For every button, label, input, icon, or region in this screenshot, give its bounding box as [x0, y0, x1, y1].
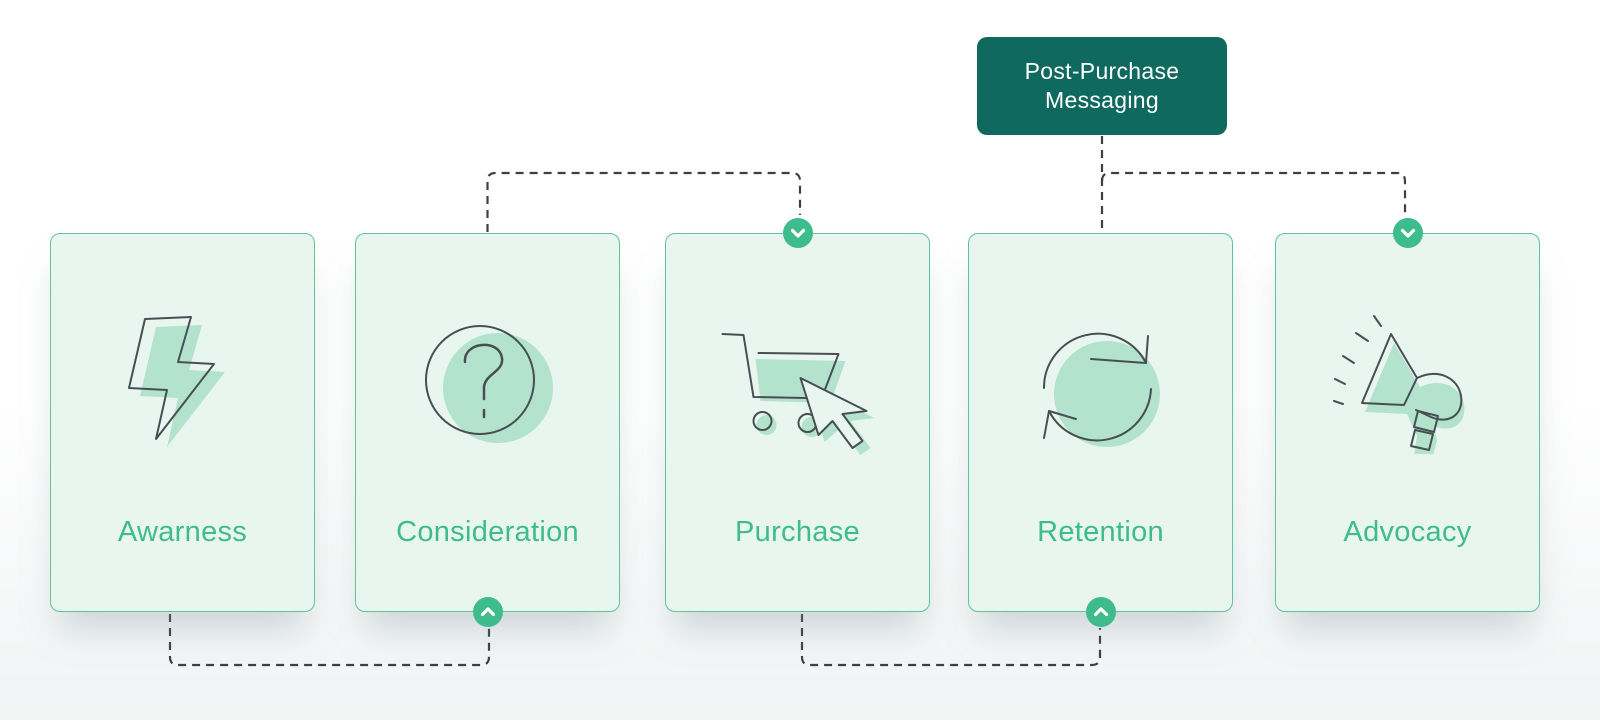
- chevron-up-icon: [480, 607, 495, 617]
- shopping-cart-cursor-icon: [710, 304, 885, 464]
- chevron-up-badge[interactable]: [472, 597, 503, 627]
- question-mark-circle-icon: [413, 304, 563, 459]
- megaphone-icon: [1328, 304, 1488, 459]
- lightning-bolt-icon: [108, 304, 258, 459]
- connector-callout-advocacy: [1100, 171, 1407, 215]
- stage-title-retention: Retention: [1037, 516, 1164, 548]
- stage-card-consideration: Consideration: [355, 233, 620, 627]
- stage-title-advocacy: Advocacy: [1343, 516, 1472, 548]
- chevron-down-icon: [1400, 228, 1415, 238]
- stage-card-retention: Retention: [968, 233, 1233, 627]
- chevron-up-icon: [1093, 607, 1108, 617]
- stage-card-awareness: Awarness: [50, 233, 315, 612]
- stage-card-purchase: Purchase: [665, 218, 930, 612]
- chevron-down-badge[interactable]: [1392, 218, 1423, 248]
- stage-title-purchase: Purchase: [735, 516, 860, 548]
- chevron-up-badge[interactable]: [1085, 597, 1116, 627]
- stage-card-advocacy: Advocacy: [1275, 218, 1540, 612]
- callout-line-1: Post-Purchase: [1024, 58, 1180, 84]
- stage-title-awareness: Awarness: [117, 516, 248, 548]
- stage-title-consideration: Consideration: [396, 516, 579, 548]
- post-purchase-messaging-callout: Post-Purchase Messaging: [977, 37, 1227, 135]
- chevron-down-badge[interactable]: [782, 218, 813, 248]
- chevron-down-icon: [790, 228, 805, 238]
- cycle-arrows-icon: [1026, 304, 1176, 464]
- callout-line-2: Messaging: [1045, 87, 1159, 113]
- connector-consideration-purchase: [486, 171, 802, 232]
- connector-awareness-consideration: [168, 614, 491, 667]
- connector-purchase-retention: [800, 614, 1102, 667]
